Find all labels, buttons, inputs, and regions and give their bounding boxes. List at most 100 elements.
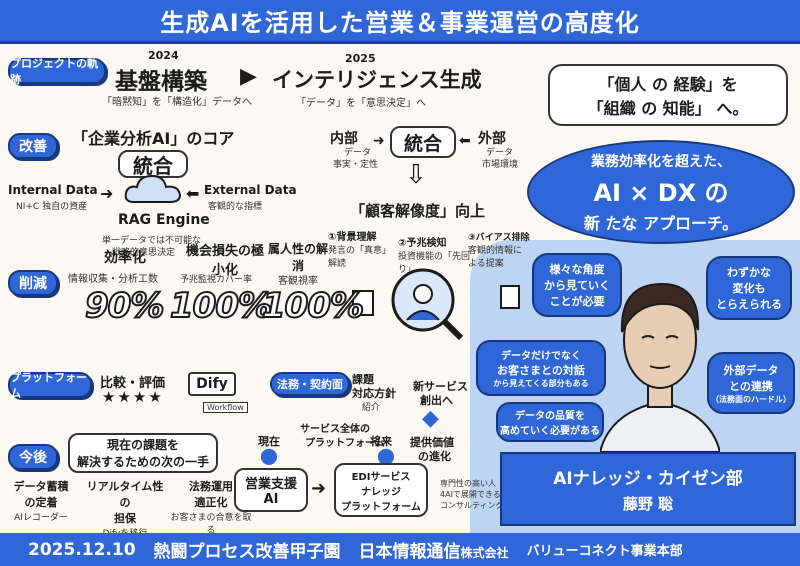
foundation-title: 基盤構築	[115, 69, 207, 95]
reduction-value: 100%	[261, 285, 365, 327]
reduction-item-2: 機会損失の極小化	[180, 240, 270, 278]
future-col-title: の定着	[24, 496, 58, 509]
bubble-line: 変化も	[732, 282, 766, 295]
inner-sub-2: 事実・定性	[333, 160, 379, 170]
presenter-name: 藤野 聡	[622, 495, 674, 513]
presenter-illustration	[598, 262, 722, 453]
arrow-down-icon: ⇩	[405, 160, 427, 190]
future-col-sub: お客さまの合意を取る	[170, 513, 252, 536]
edi-line: プラットフォーム	[341, 501, 421, 513]
section-label-text: プロジェクトの軌跡	[10, 57, 98, 86]
reduction-item-3: 属人性の解消	[268, 240, 328, 274]
section-label-text: 法務・契約面	[277, 378, 343, 391]
point-title: バイアス排除	[475, 233, 530, 243]
bubble-line: から見えてくる部分もある	[493, 379, 589, 388]
section-platform-label: プラットフォーム	[8, 371, 92, 400]
point-title: 背景理解	[336, 232, 377, 243]
diamond-icon: ◆	[422, 406, 439, 431]
section-label-text: 今後	[19, 450, 47, 466]
reduction-sub: 予兆監視カバー率	[180, 275, 253, 285]
quote-line: 「組織 の 知能」 へ。	[587, 99, 749, 118]
message-bubble: 業務効率化を超えた、 AI × DX の 新 たな アプローチ。	[527, 140, 795, 244]
year-2025: 2025	[345, 52, 376, 65]
bubble-line: との連携	[729, 379, 773, 393]
bubble-line: とらえられる	[716, 298, 782, 311]
reduction-sub: 情報収集・分析工数	[68, 274, 158, 285]
resolution-title: 「顧客解像度」向上	[350, 202, 486, 220]
internal-data-label: Internal Data	[8, 183, 98, 197]
edi-box: EDIサービス ナレッジ プラットフォーム	[334, 463, 428, 517]
footer-bar: 2025.12.10 熱闘プロセス改善甲子園 日本情報通信株式会社 バリューコネ…	[0, 533, 800, 566]
next-step-line: 現在の課題を	[106, 438, 179, 452]
future-col-title: 法務運用	[189, 480, 233, 493]
bubble-line: わずかな	[727, 266, 771, 279]
outer-sub-1: データ	[486, 148, 514, 158]
consult-line: 4AIで展開できるか？	[440, 490, 517, 499]
now-label: 現在	[258, 435, 280, 448]
pin-icon: ⬤	[260, 446, 278, 465]
page-title-banner: 生成AIを活用した営業＆事業運営の高度化	[0, 0, 800, 44]
reduction-title: 効率化	[104, 250, 146, 266]
page-title: 生成AIを活用した営業＆事業運営の高度化	[160, 9, 640, 37]
rag-engine-label: RAG Engine	[118, 212, 210, 228]
comment-bubble: データの品質を 高めていく必要がある	[496, 402, 604, 442]
section-reduction-label: 削減	[8, 270, 58, 296]
point-num: ③	[468, 233, 476, 243]
point-num: ①	[328, 232, 337, 243]
section-future-label: 今後	[8, 444, 58, 470]
new-service-label-2: 創出へ	[420, 394, 453, 407]
bubble-line: お客さまとの対話	[497, 364, 585, 377]
footer-date: 2025.12.10	[28, 539, 136, 560]
point-sub: 客観的情報による提案	[468, 246, 523, 269]
whole-label-2: プラットフォーム	[305, 438, 385, 449]
quote-box: 「個人 の 経験」を 「組織 の 知能」 へ。	[548, 64, 788, 126]
arrow-right-icon: ➜	[311, 478, 327, 499]
reduction-title: 属人性の解消	[268, 242, 329, 273]
dify-logo: Dify	[188, 372, 236, 396]
reduction-value: 90%	[84, 285, 165, 327]
section-label-text: 改善	[19, 139, 47, 155]
presenter-card: AIナレッジ・カイゼン部 藤野 聡	[500, 452, 796, 526]
integration-center-box: 統合	[390, 126, 456, 158]
arrow-left-icon: ⬅	[186, 184, 200, 203]
issues-label-2: 対応方針	[352, 387, 396, 400]
section-label-text: 削減	[19, 276, 47, 292]
rating-stars: ★★★★	[102, 388, 164, 406]
engine-sub-1: 単一データでは不可能な	[102, 236, 202, 246]
footer-company: 日本情報通信株式会社	[359, 537, 509, 562]
inner-sub-1: データ	[344, 148, 372, 158]
bubble-line: 外部データ	[723, 363, 779, 377]
issues-label: 課題	[352, 373, 374, 386]
document-icon	[500, 285, 520, 309]
value-label: 提供価値	[410, 436, 454, 449]
issues-label-3: 紹介	[362, 403, 381, 413]
comment-bubble: データだけでなく お客さまとの対話 から見えてくる部分もある	[476, 340, 606, 396]
arrow-left-icon: ⬅	[459, 133, 471, 149]
section-improvement-label: 改善	[8, 133, 58, 159]
quote-line: 「個人 の 経験」を	[598, 75, 738, 94]
point-sub: 発言の「真意」解読	[328, 246, 387, 269]
document-icon	[352, 290, 374, 316]
point-3: ③バイアス排除 客観的情報による提案	[468, 230, 530, 269]
point-1: ①背景理解 発言の「真意」解読	[328, 228, 390, 269]
compare-label: 比較・評価	[100, 376, 166, 391]
section-label-text: プラットフォーム	[10, 371, 87, 400]
next-step-line: 解決するための次の一手	[76, 455, 209, 469]
reduction-value: 100%	[169, 285, 273, 327]
engine-sub-2: 戦略的意思決定	[112, 248, 176, 258]
point-num: ②	[398, 238, 407, 249]
core-title-text: 「企業分析AI」のコア	[72, 129, 235, 148]
footer-company-name: 日本情報通信	[358, 542, 461, 562]
comment-bubble: 様々な角度 から見ていく ことが必要	[532, 253, 622, 317]
magnifier-person-icon	[385, 262, 465, 342]
bubble-line: AI × DX の	[593, 178, 729, 207]
inner-label: 内部	[330, 131, 358, 147]
footer-company-suffix: 株式会社	[460, 546, 509, 560]
bubble-line: データだけでなく	[501, 351, 581, 362]
reduction-title: 機会損失の極小化	[185, 244, 264, 278]
bubble-line: ことが必要	[549, 295, 605, 308]
comment-bubble: 外部データ との連携 （法務面のハードル）	[707, 352, 795, 414]
future-col-2: リアルタイム性の 担保 Difyを移行	[82, 478, 168, 539]
future-col-title: 担保	[114, 512, 136, 525]
bubble-line: 業務効率化を超えた、	[591, 153, 731, 170]
